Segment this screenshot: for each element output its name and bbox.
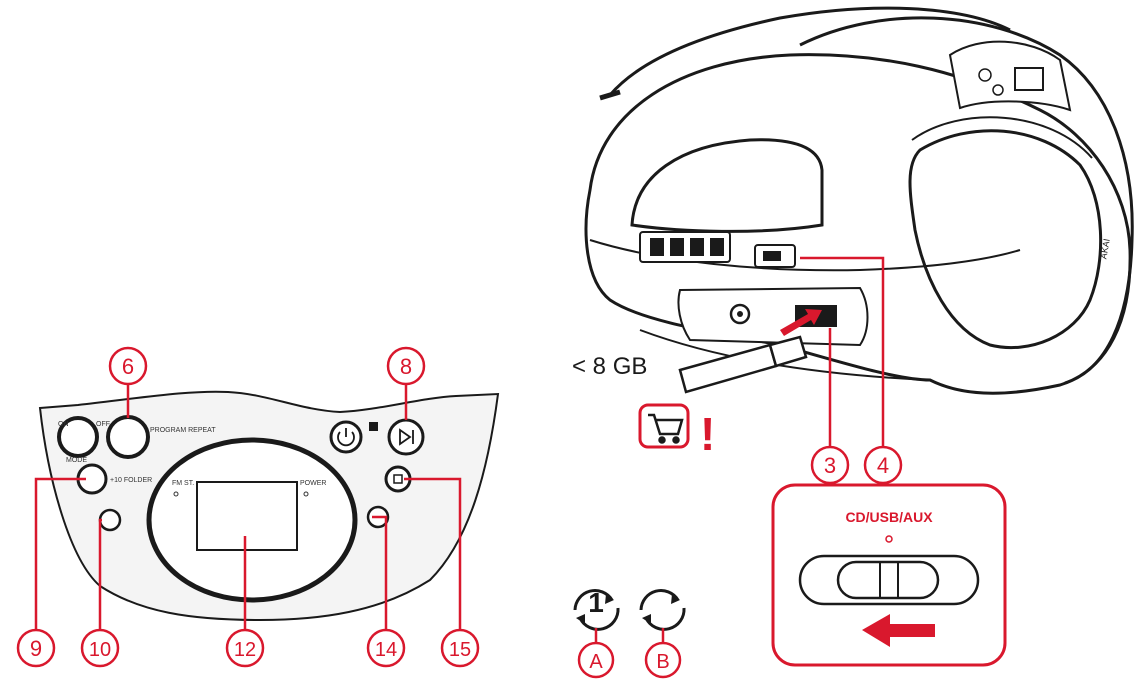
shopping-cart-icon bbox=[648, 413, 684, 444]
fm-st-led bbox=[173, 491, 179, 497]
callout-15: 15 bbox=[440, 628, 480, 668]
skip-back-button[interactable] bbox=[98, 508, 122, 532]
program-repeat-label: PROGRAM REPEAT bbox=[150, 427, 216, 434]
switch-detail-panel: CD/USB/AUX bbox=[771, 483, 1007, 667]
power-button[interactable] bbox=[329, 420, 363, 454]
program-repeat-button[interactable] bbox=[106, 415, 150, 459]
warning-exclamation: ! bbox=[700, 408, 715, 460]
boombox-unit: AKAI bbox=[584, 6, 1134, 395]
off-label: OFF bbox=[96, 421, 110, 428]
repeat-leader-lines bbox=[594, 628, 665, 643]
handle bbox=[608, 6, 1011, 96]
switch-knob[interactable] bbox=[836, 560, 940, 600]
svg-text:B: B bbox=[656, 651, 669, 673]
play-pause-icon bbox=[399, 428, 414, 446]
callout-12: 12 bbox=[225, 628, 265, 668]
repeat-one-icon: 1 bbox=[573, 587, 620, 631]
svg-text:6: 6 bbox=[122, 354, 134, 379]
folder-label: +10 FOLDER bbox=[110, 477, 152, 484]
speaker-grille bbox=[908, 129, 1103, 350]
callout-6: 6 bbox=[108, 346, 148, 386]
fm-st-label: FM ST. bbox=[172, 480, 194, 487]
svg-text:10: 10 bbox=[89, 639, 111, 661]
svg-text:4: 4 bbox=[877, 453, 889, 478]
callout-9: 9 bbox=[16, 628, 56, 668]
brand-mark: AKAI bbox=[1098, 238, 1111, 260]
top-controls bbox=[948, 40, 1072, 112]
callout-8: 8 bbox=[386, 346, 426, 386]
svg-text:8: 8 bbox=[400, 354, 412, 379]
callout-b: B bbox=[644, 641, 682, 679]
callout-10: 10 bbox=[80, 628, 120, 668]
on-off-button[interactable] bbox=[57, 416, 99, 458]
power-icon bbox=[337, 428, 355, 447]
play-pause-button[interactable] bbox=[387, 418, 425, 456]
repeat-all-icon bbox=[639, 589, 686, 631]
svg-text:9: 9 bbox=[30, 636, 42, 661]
front-body bbox=[799, 16, 1134, 385]
power-label: POWER bbox=[300, 480, 326, 487]
usb-capacity-note: < 8 GB bbox=[572, 353, 647, 380]
cd-icon bbox=[369, 422, 378, 431]
svg-text:3: 3 bbox=[824, 453, 836, 478]
boombox-leader-lines bbox=[800, 256, 885, 448]
svg-text:A: A bbox=[589, 651, 603, 673]
panel-leader-lines bbox=[34, 384, 462, 630]
on-label: ON bbox=[58, 421, 69, 428]
usb-stick-icon bbox=[678, 335, 808, 394]
arrow-left-icon bbox=[862, 614, 935, 647]
insert-arrow-icon bbox=[780, 309, 822, 336]
lower-compartment bbox=[677, 286, 869, 347]
callout-4: 4 bbox=[863, 445, 903, 485]
control-panel: FM ST. POWER ON OFF PROGRAM REPEAT MODE … bbox=[38, 390, 500, 622]
mode-label: MODE bbox=[66, 457, 87, 464]
callout-3: 3 bbox=[810, 445, 850, 485]
lcd-display bbox=[196, 481, 298, 551]
shopping-cart-badge bbox=[638, 403, 690, 449]
svg-text:15: 15 bbox=[449, 639, 471, 661]
switch-label: CD/USB/AUX bbox=[845, 509, 933, 525]
svg-text:12: 12 bbox=[234, 639, 256, 661]
stop-icon bbox=[393, 474, 403, 484]
callout-14: 14 bbox=[366, 628, 406, 668]
callout-a: A bbox=[577, 641, 615, 679]
repeat-one-digit: 1 bbox=[588, 587, 604, 618]
power-led bbox=[303, 491, 309, 497]
svg-text:14: 14 bbox=[375, 639, 397, 661]
